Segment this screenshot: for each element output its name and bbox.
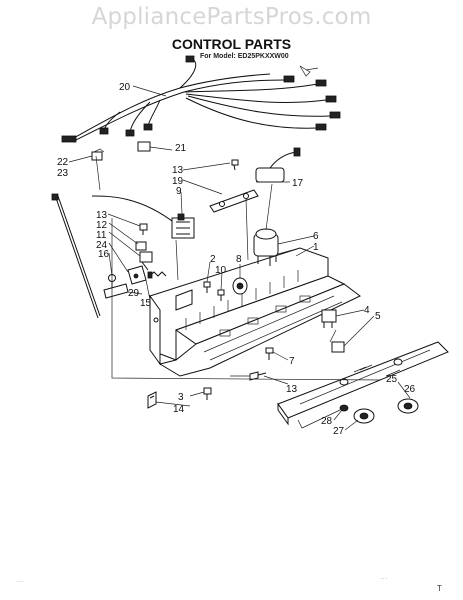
corner-text-left: ... (16, 578, 24, 583)
rod-23[interactable] (51, 193, 101, 319)
screw-3[interactable] (203, 387, 212, 400)
callout-26: 26 (404, 384, 416, 395)
model-line: For Model: ED25PKXXW00 (200, 53, 289, 60)
callout-3: 3 (178, 392, 184, 403)
screw-7[interactable] (265, 347, 274, 360)
callout-25: 25 (386, 374, 398, 385)
callout-2: 2 (210, 254, 216, 265)
callout-8: 8 (236, 254, 242, 265)
capacitor-17[interactable] (255, 147, 301, 183)
callout-9: 9 (176, 186, 182, 197)
clip-21[interactable] (137, 141, 151, 152)
switch-24[interactable] (127, 265, 147, 285)
corner-mark: T (437, 584, 442, 593)
watermark-text: AppliancePartsPros.com (91, 4, 372, 30)
callout-27: 27 (333, 426, 345, 437)
callout-19: 19 (172, 176, 184, 187)
assembly-lines (95, 155, 381, 429)
switch-4[interactable] (321, 309, 337, 328)
clip-22[interactable] (91, 148, 105, 161)
callout-24: 24 (96, 240, 108, 251)
washer-12[interactable] (135, 241, 147, 251)
callout-14: 14 (173, 404, 185, 415)
bracket-29[interactable] (103, 283, 129, 299)
callout-21: 21 (175, 143, 187, 154)
knob-27[interactable] (353, 408, 375, 424)
callout-23: 23 (57, 168, 69, 179)
callout-13-left: 13 (96, 210, 108, 221)
clip-14[interactable] (147, 391, 157, 409)
callout-17: 17 (292, 178, 304, 189)
part-28[interactable] (339, 404, 349, 412)
callout-labels: 20 21 22 23 13 19 17 9 13 12 11 24 16 29… (57, 82, 416, 437)
callout-20: 20 (119, 82, 131, 93)
callout-4: 4 (364, 305, 370, 316)
screw-13-bottom[interactable] (249, 371, 267, 381)
callout-13-bottom: 13 (286, 384, 298, 395)
part-11[interactable] (139, 251, 153, 271)
callout-5: 5 (375, 311, 381, 322)
callout-7: 7 (289, 356, 295, 367)
screw-13-left[interactable] (139, 223, 148, 235)
spring-15[interactable] (147, 271, 167, 279)
callout-6: 6 (313, 231, 319, 242)
callout-29: 29 (128, 288, 140, 299)
wire-harness[interactable] (61, 55, 341, 143)
part-5[interactable] (331, 341, 345, 353)
callout-28: 28 (321, 416, 333, 427)
callout-10: 10 (215, 265, 227, 276)
diagram-title: CONTROL PARTS (171, 36, 292, 52)
screw-13-top[interactable] (231, 159, 239, 171)
callout-12: 12 (96, 220, 108, 231)
bracket-19[interactable] (209, 189, 259, 213)
callout-22: 22 (57, 157, 69, 168)
callout-16: 16 (98, 249, 110, 260)
callout-1: 1 (313, 242, 319, 253)
callout-13-top: 13 (172, 165, 184, 176)
housing-1-pointer (277, 247, 301, 255)
knob-26[interactable] (397, 398, 419, 414)
thermostat-9[interactable] (91, 195, 195, 239)
callout-15: 15 (140, 298, 152, 309)
thermostat-control-6[interactable] (253, 228, 279, 266)
control-housing[interactable] (149, 247, 361, 377)
callout-11: 11 (96, 230, 107, 241)
corner-text-right: ... (380, 575, 388, 580)
knob-8[interactable] (232, 277, 248, 295)
leader-lines (68, 85, 411, 431)
